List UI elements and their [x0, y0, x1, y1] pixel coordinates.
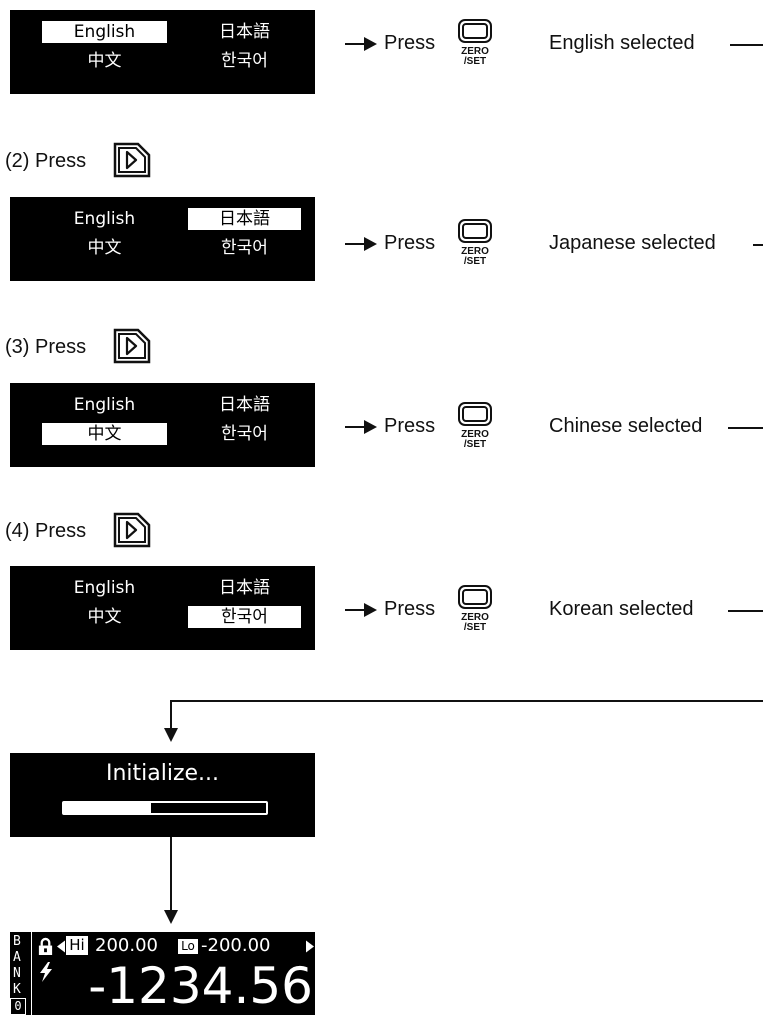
- connector-line: [728, 427, 763, 429]
- arrow-line: [345, 426, 367, 428]
- zero-set-key-icon: ZERO /SET: [458, 219, 492, 266]
- language-screen-step3: English 日本語 中文 한국어: [10, 383, 315, 467]
- svg-text:ZERO: ZERO: [461, 46, 489, 57]
- main-reading: -1234.56: [88, 957, 313, 1015]
- connector-line: [730, 44, 763, 46]
- option-japanese: 日本語: [188, 208, 301, 230]
- step-label: (4) Press: [5, 520, 87, 542]
- option-chinese: 中文: [42, 423, 167, 445]
- svg-text:/SET: /SET: [464, 256, 486, 266]
- press-label: Press: [384, 232, 436, 254]
- press-label: Press: [384, 598, 436, 620]
- right-button-icon: [113, 328, 151, 364]
- hi-value: 200.00: [95, 935, 158, 956]
- down-arrow-icon: [164, 728, 178, 742]
- option-english: English: [42, 21, 167, 43]
- press-label: Press: [384, 415, 436, 437]
- initialize-text: Initialize...: [105, 761, 220, 786]
- option-chinese: 中文: [87, 607, 122, 627]
- right-button-icon: [113, 142, 151, 178]
- triangle-left-icon: [57, 940, 65, 953]
- language-screen-step2: English 日本語 中文 한국어: [10, 197, 315, 281]
- svg-text:/SET: /SET: [464, 56, 486, 66]
- option-japanese: 日本語: [219, 578, 270, 598]
- arrow-line: [345, 243, 367, 245]
- option-chinese: 中文: [87, 238, 122, 258]
- progress-bar: [62, 801, 268, 815]
- arrow-head-icon: [364, 603, 377, 617]
- selected-label: Japanese selected: [549, 232, 716, 254]
- bank-indicator: BANK 0: [10, 932, 32, 1015]
- language-screen-step1: English 日本語 中文 한국어: [10, 10, 315, 94]
- flow-line: [170, 700, 172, 730]
- language-screen-step4: English 日本語 中文 한국어: [10, 566, 315, 650]
- svg-text:/SET: /SET: [464, 439, 486, 449]
- return-line: [170, 700, 763, 702]
- svg-text:/SET: /SET: [464, 622, 486, 632]
- flow-line: [170, 837, 172, 911]
- zero-set-key-icon: ZERO /SET: [458, 585, 492, 632]
- option-korean: 한국어: [221, 51, 268, 71]
- svg-text:ZERO: ZERO: [461, 246, 489, 257]
- selected-label: Korean selected: [549, 598, 694, 620]
- arrow-line: [345, 43, 367, 45]
- bank-letters: BANK: [13, 934, 21, 997]
- option-japanese: 日本語: [219, 395, 270, 415]
- press-label: Press: [384, 32, 436, 54]
- connector-line: [753, 244, 763, 246]
- arrow-line: [345, 609, 367, 611]
- arrow-head-icon: [364, 420, 377, 434]
- connector-line: [728, 610, 763, 612]
- lo-tag: Lo: [178, 939, 198, 954]
- step-label: (3) Press: [5, 336, 87, 358]
- right-button-icon: [113, 512, 151, 548]
- arrow-head-icon: [364, 37, 377, 51]
- measurement-display: BANK 0 Hi 200.00 Lo -200.00 -1234.56: [10, 932, 315, 1015]
- option-english: English: [73, 209, 136, 229]
- svg-text:ZERO: ZERO: [461, 429, 489, 440]
- arrow-head-icon: [364, 237, 377, 251]
- selected-label: English selected: [549, 32, 695, 54]
- option-japanese: 日本語: [219, 22, 270, 42]
- option-korean: 한국어: [221, 238, 268, 258]
- triangle-right-icon: [306, 940, 314, 953]
- option-chinese: 中文: [87, 51, 122, 71]
- lo-value: -200.00: [201, 935, 271, 956]
- down-arrow-icon: [164, 910, 178, 924]
- progress-fill: [64, 803, 151, 813]
- zero-set-key-icon: ZERO /SET: [458, 19, 492, 66]
- option-english: English: [73, 395, 136, 415]
- option-english: English: [73, 578, 136, 598]
- option-korean: 한국어: [221, 424, 268, 444]
- step-label: (2) Press: [5, 150, 87, 172]
- lock-icon: [38, 937, 53, 955]
- initialize-screen: Initialize...: [10, 753, 315, 837]
- svg-text:ZERO: ZERO: [461, 612, 489, 623]
- zero-set-key-icon: ZERO /SET: [458, 402, 492, 449]
- option-korean: 한국어: [188, 606, 301, 628]
- lightning-icon: [40, 962, 52, 982]
- hi-tag: Hi: [66, 936, 88, 955]
- selected-label: Chinese selected: [549, 415, 703, 437]
